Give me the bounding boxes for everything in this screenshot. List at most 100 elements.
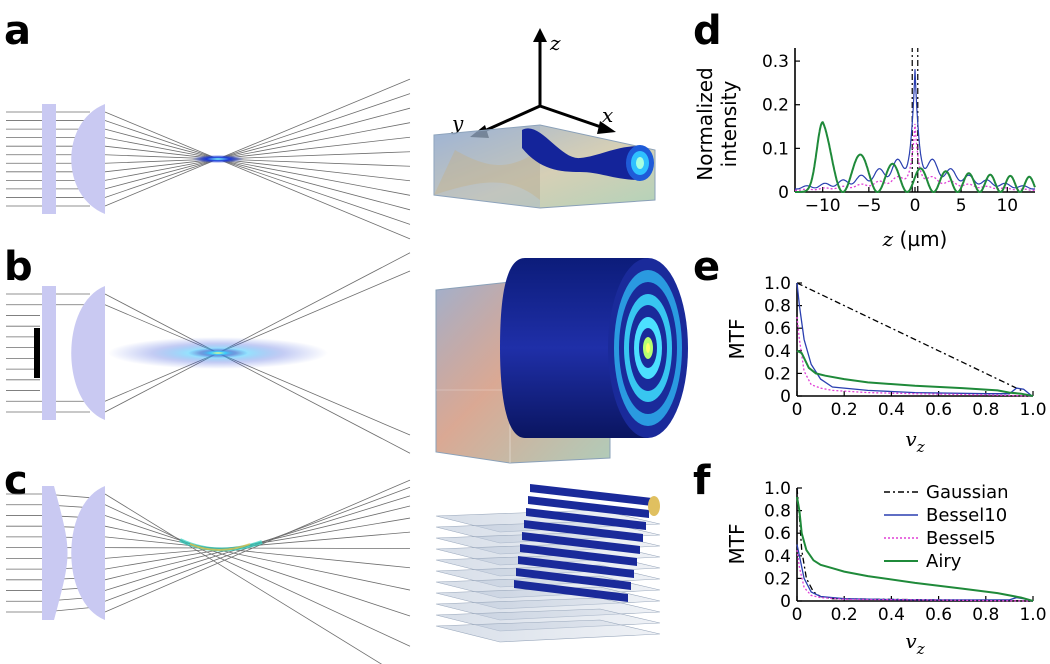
bessel10-mtf-curve: [796, 282, 1032, 396]
airy-mtf-curve: [796, 349, 1034, 397]
focal-line: [188, 348, 248, 358]
focusing-lens: [71, 286, 105, 420]
focusing-lens: [71, 104, 105, 214]
refracted-ray: [104, 493, 383, 664]
airy-main-lobe-face: [648, 496, 660, 516]
refracted-ray: [104, 93, 411, 198]
x-tick-label: 0: [792, 605, 803, 625]
bessel10-curve: [794, 69, 1036, 190]
x-tick-label: −10: [805, 196, 841, 216]
refracted-ray: [104, 504, 411, 647]
optics-diagram-c: [6, 479, 411, 664]
refracted-ray: [104, 145, 411, 182]
refracted-ray: [104, 120, 411, 225]
cubic-phase-plate: [42, 486, 68, 620]
legend-label-bessel5: Bessel5: [926, 528, 996, 549]
d-ylabel: Normalizedintensity: [693, 67, 741, 180]
x-tick-label: 0: [792, 400, 803, 420]
airy-lobe: [524, 520, 643, 542]
d-xlabel-var: z: [882, 227, 894, 251]
panel-letter-e: e: [693, 244, 720, 290]
volume-render-b: [435, 258, 688, 464]
refracted-ray: [104, 515, 411, 617]
y-tick-label: 0: [780, 387, 791, 407]
refracted-ray: [104, 479, 411, 613]
airy-lobe: [526, 508, 646, 530]
y-tick-label: 0.4: [764, 547, 791, 567]
refracted-ray: [104, 547, 411, 549]
x-tick-label: 5: [956, 196, 967, 216]
legend-label-airy: Airy: [926, 551, 962, 572]
f-xlabel-sub: z: [916, 640, 925, 658]
gaussian-mtf-curve: [796, 282, 1022, 391]
gaussian-mtf-curve: [796, 487, 1034, 602]
axis-x-label: x: [602, 103, 613, 127]
y-tick-label: 0.2: [762, 96, 789, 116]
refracted-ray: [104, 111, 411, 240]
bessel5-curve: [795, 123, 1035, 191]
y-tick-label: 0: [780, 592, 791, 612]
f-ylabel: MTF: [725, 524, 749, 565]
e-ylabel: MTF: [725, 319, 749, 360]
bessel5-mtf-curve: [796, 550, 1034, 602]
panel-letter-f: f: [693, 458, 711, 504]
optics-diagram-b: [6, 252, 411, 454]
y-tick-label: 0.2: [764, 569, 791, 589]
refracted-ray: [104, 293, 411, 454]
airy-focus-core: [189, 543, 251, 551]
y-tick-label: 0.4: [764, 342, 791, 362]
airy-lobe: [514, 580, 628, 602]
e-xlabel-sub: z: [916, 438, 925, 456]
panel-letter-c: c: [4, 458, 28, 504]
refracted-ray: [104, 154, 411, 167]
x-tick-label: 0.2: [831, 400, 858, 420]
refracted-ray: [104, 536, 411, 569]
airy-lobe: [520, 544, 637, 566]
y-tick-label: 0.6: [764, 319, 791, 339]
axis-y-label: y: [451, 111, 464, 135]
volume-render-a: [433, 124, 656, 209]
y-tick-label: 0.3: [762, 52, 789, 72]
refracted-ray: [104, 107, 411, 190]
panel-letter-a: a: [4, 8, 31, 54]
refracted-ray: [104, 136, 411, 173]
refracted-ray: [104, 137, 411, 196]
d-xlabel: z (µm): [882, 227, 948, 251]
focal-spot: [192, 155, 244, 163]
x-tick-label: 1.0: [1019, 400, 1046, 420]
focusing-lens: [71, 486, 105, 620]
legend-label-bessel10: Bessel10: [926, 505, 1007, 526]
x-tick-label: 0.8: [972, 605, 999, 625]
panel-letter-d: d: [693, 8, 722, 54]
x-tick-label: 0.4: [878, 400, 905, 420]
axis-z-label: z: [549, 31, 561, 55]
refracted-ray: [104, 270, 411, 402]
refracted-ray: [104, 151, 411, 164]
x-tick-label: 0.8: [972, 400, 999, 420]
y-tick-label: 0.2: [764, 364, 791, 384]
axes-3d-indicator: z y x: [451, 28, 616, 138]
d-ylabel-line: intensity: [717, 80, 741, 167]
airy-lobe: [530, 484, 652, 506]
refracted-ray: [104, 78, 411, 207]
panel-letter-b: b: [4, 244, 33, 290]
y-tick-label: 0.1: [762, 139, 789, 159]
refracted-ray: [104, 128, 411, 211]
airy-lobe: [522, 532, 640, 554]
annular-mask: [34, 328, 40, 378]
refracted-ray: [104, 525, 411, 591]
y-tick-label: 1.0: [764, 479, 791, 499]
airy-lobe: [518, 556, 634, 578]
f-xlabel-var: v: [905, 629, 917, 653]
x-tick-label: 1.0: [1019, 605, 1046, 625]
airy-mtf-curve: [796, 496, 1034, 602]
x-tick-label: −5: [856, 196, 881, 216]
d-xlabel-unit: (µm): [893, 227, 947, 251]
refracted-ray: [104, 304, 411, 436]
light-sheet: [435, 619, 661, 643]
d-ylabel-line: Normalized: [693, 67, 717, 180]
y-tick-label: 0.8: [764, 502, 791, 522]
